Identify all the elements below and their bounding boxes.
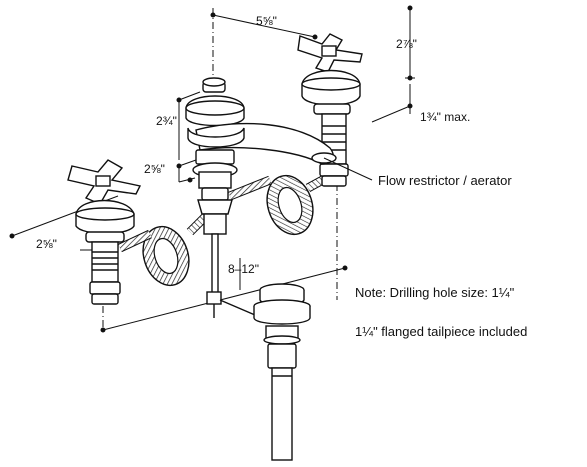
right-cross-handle — [297, 33, 363, 187]
flow-restrictor-leader — [323, 157, 373, 181]
dim-spout-to-handle: 5⅝" — [256, 14, 277, 28]
dim-spread: 8–12" — [228, 262, 259, 276]
dim-left-handle-height: 2⅝" — [36, 237, 57, 251]
dim-spout-base-height: 2⅝" — [144, 162, 165, 176]
drain-assembly — [253, 283, 311, 461]
lift-rod — [206, 233, 263, 319]
dim-spout-height: 2¾" — [156, 114, 177, 128]
flow-restrictor-label: Flow restrictor / aerator — [378, 173, 512, 188]
dimension-lines — [9, 5, 415, 333]
note-tailpiece: 1¼" flanged tailpiece included — [355, 324, 527, 339]
dim-handle-height: 2⅞" — [396, 37, 417, 51]
dim-deck-thickness: 1¾" max. — [420, 110, 470, 124]
left-cross-handle — [67, 159, 142, 305]
note-drilling: Note: Drilling hole size: 1¼" — [355, 285, 515, 300]
